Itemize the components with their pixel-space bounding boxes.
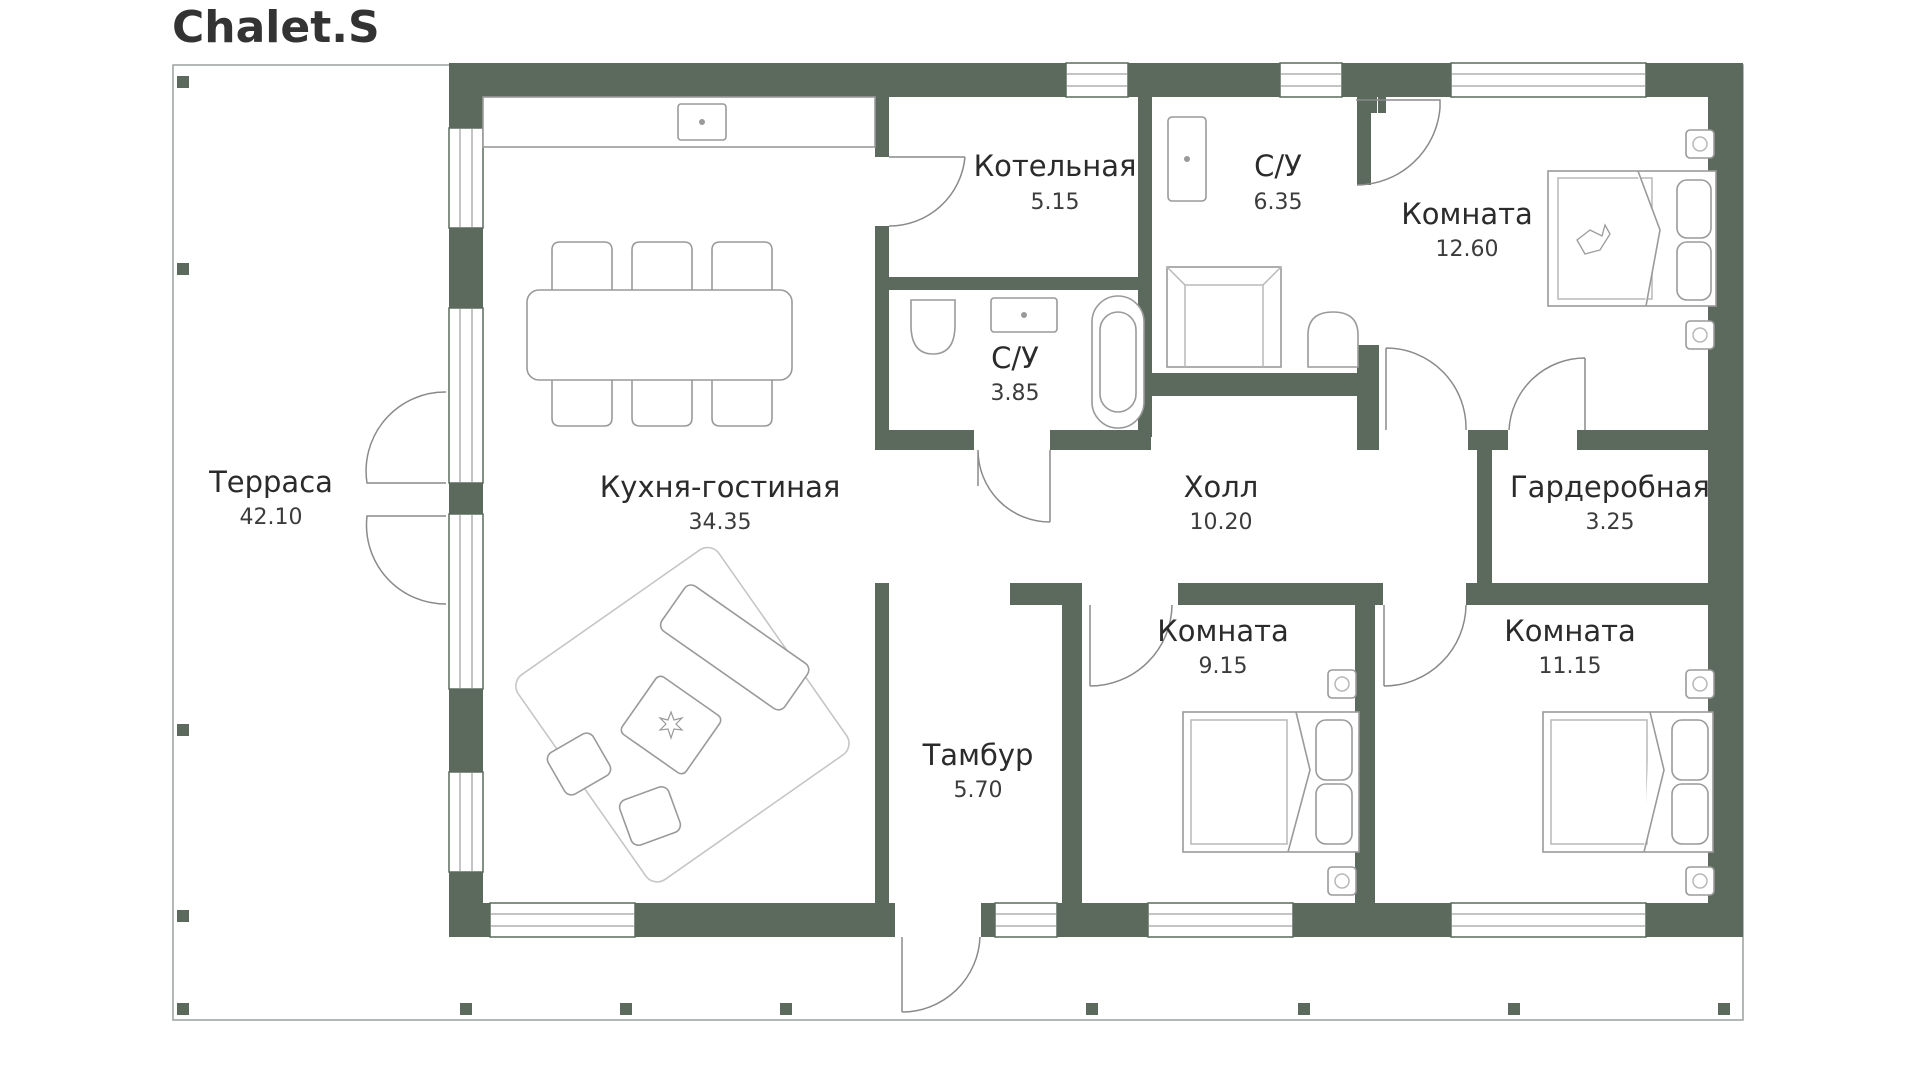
- room-area: 42.10: [240, 505, 303, 530]
- room-wc-top: С/У 6.35: [1254, 149, 1303, 215]
- door-terrace-top: [365, 391, 447, 484]
- doors: [365, 99, 1586, 1013]
- door-room-ne-2: [1508, 357, 1586, 431]
- room-boiler: Котельная 5.15: [974, 149, 1137, 215]
- room-area: 3.25: [1586, 510, 1635, 535]
- window-left-1: [448, 127, 484, 229]
- bed-room-se: [1542, 669, 1715, 896]
- door-room-se: [1383, 604, 1467, 687]
- room-name: Комната: [1504, 614, 1636, 648]
- room-area: 5.15: [1031, 190, 1080, 215]
- window-top-1: [1065, 62, 1129, 98]
- project-title: Chalet.S: [172, 2, 380, 53]
- window-top-3: [1450, 62, 1647, 98]
- room-wc-small: С/У 3.85: [991, 341, 1040, 406]
- room-area: 11.15: [1539, 654, 1602, 679]
- room-area: 5.70: [954, 778, 1003, 803]
- room-name: С/У: [991, 341, 1039, 375]
- door-boiler: [888, 156, 966, 227]
- window-bottom-1: [489, 902, 636, 938]
- room-area: 9.15: [1199, 654, 1248, 679]
- room-name: С/У: [1254, 149, 1302, 183]
- door-room-mid: [1089, 604, 1173, 687]
- room-area: 6.35: [1254, 190, 1303, 215]
- door-wc-top: [1356, 99, 1441, 186]
- door-vestibule: [901, 936, 981, 1013]
- room-name: Терраса: [208, 465, 333, 499]
- room-area: 3.85: [991, 381, 1040, 406]
- door-terrace-bottom: [365, 515, 447, 605]
- window-top-2: [1279, 62, 1343, 98]
- windows: [448, 62, 1647, 938]
- room-vestibule: Тамбур 5.70: [922, 738, 1034, 803]
- door-wc-small: [977, 449, 1051, 523]
- room-wardrobe: Гардеробная 3.25: [1510, 470, 1710, 535]
- window-bottom-3: [1147, 902, 1294, 938]
- room-se: Комната 11.15: [1504, 614, 1636, 679]
- window-left-4: [448, 771, 484, 873]
- bed-room-ne: [1547, 129, 1717, 350]
- wc-top-fixtures: [1166, 116, 1359, 368]
- window-bottom-2: [994, 902, 1058, 938]
- room-name: Тамбур: [922, 738, 1034, 772]
- door-room-ne-1: [1385, 347, 1467, 431]
- living-set: [515, 546, 850, 883]
- room-name: Котельная: [974, 149, 1137, 183]
- bed-room-mid: [1182, 669, 1360, 896]
- room-mid: Комната 9.15: [1157, 614, 1289, 679]
- window-left-3: [448, 513, 484, 690]
- wc-small-fixtures: [910, 295, 1145, 429]
- room-ne: Комната 12.60: [1401, 197, 1533, 262]
- terrace-posts: [177, 76, 1730, 1015]
- room-name: Комната: [1401, 197, 1533, 231]
- room-kitchen: Кухня-гостиная 34.35: [600, 470, 841, 535]
- room-name: Холл: [1184, 470, 1259, 504]
- window-bottom-4: [1450, 902, 1647, 938]
- room-area: 12.60: [1436, 237, 1499, 262]
- room-name: Гардеробная: [1510, 470, 1710, 504]
- interior-walls: [875, 97, 1717, 920]
- room-area: 10.20: [1190, 510, 1253, 535]
- room-hall: Холл 10.20: [1184, 470, 1259, 535]
- room-terrace: Терраса 42.10: [208, 465, 333, 530]
- room-name: Кухня-гостиная: [600, 470, 841, 504]
- room-name: Комната: [1157, 614, 1289, 648]
- window-left-2: [448, 307, 484, 484]
- dining-table: [526, 241, 793, 427]
- room-area: 34.35: [689, 510, 752, 535]
- kitchen-counter: [482, 96, 876, 148]
